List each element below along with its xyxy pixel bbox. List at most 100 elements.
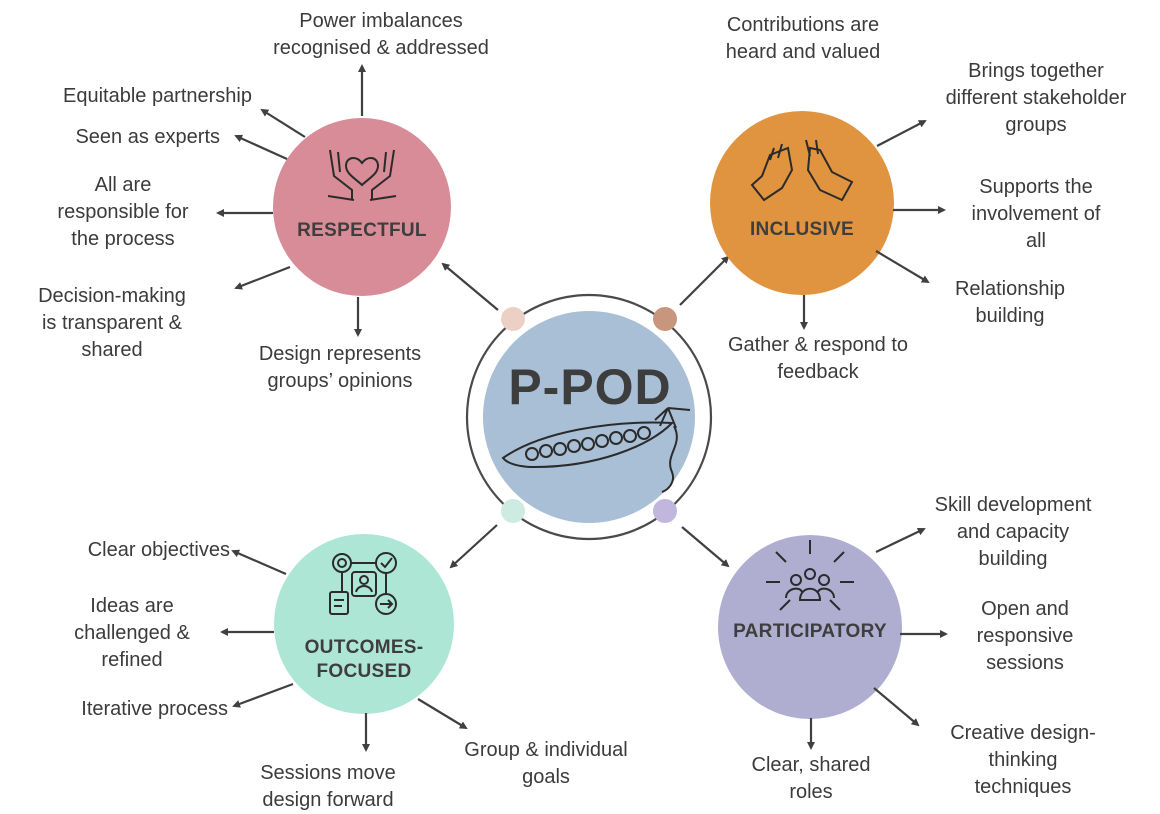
outcomes-title: OUTCOMES- FOCUSED xyxy=(264,636,464,684)
arrow-equitable xyxy=(260,108,306,138)
center-hub xyxy=(465,293,713,541)
label-line: involvement of xyxy=(971,203,1101,225)
label-line: Gather & respond to xyxy=(727,334,909,356)
label-skill: Skill development and capacity building xyxy=(906,492,1120,573)
label-line: shared xyxy=(81,339,143,361)
label-line: Sessions move xyxy=(260,762,396,784)
connector-inclusive xyxy=(679,255,730,306)
label-line: feedback xyxy=(777,361,859,383)
connector-dot-respectful xyxy=(501,307,525,331)
arrow-goals xyxy=(417,698,468,730)
label-line: and capacity xyxy=(956,521,1070,543)
label-line: heard and valued xyxy=(725,41,881,63)
label-supports: Supports the involvement of all xyxy=(945,174,1127,255)
arrow-iterative xyxy=(232,682,294,708)
inclusive-title: INCLUSIVE xyxy=(749,219,855,240)
connector-respectful xyxy=(441,262,499,311)
label-line: all xyxy=(1025,230,1046,252)
participatory-node xyxy=(718,535,902,719)
people-group-icon xyxy=(766,540,854,611)
pea-pod-icon xyxy=(501,407,691,493)
label-line: groups xyxy=(1005,114,1067,136)
label-contributions: Contributions are heard and valued xyxy=(690,12,916,66)
connector-dot-outcomes xyxy=(501,499,525,523)
center-connectors xyxy=(441,255,730,569)
label-power: Power imbalances recognised & addressed xyxy=(246,8,516,62)
label-line: Power imbalances xyxy=(299,10,463,32)
label-relationship: Relationship building xyxy=(920,276,1100,330)
arrow-objectives xyxy=(231,549,287,576)
label-line: is transparent & xyxy=(41,312,183,334)
center-title: P-POD xyxy=(508,359,672,415)
label-line: Design represents xyxy=(258,343,422,365)
label-line: building xyxy=(975,305,1045,327)
label-objectives: Clear objectives xyxy=(0,537,230,564)
respectful-circle xyxy=(273,118,451,296)
label-line: different stakeholder xyxy=(945,87,1127,109)
label-line: Open and xyxy=(981,598,1069,620)
label-line: refined xyxy=(101,649,163,671)
label-line: techniques xyxy=(974,776,1072,798)
label-experts: Seen as experts xyxy=(0,124,220,151)
outcomes-node xyxy=(274,534,454,714)
label-line: Clear, shared xyxy=(751,754,871,776)
label-line: All are xyxy=(94,174,152,196)
high-five-icon xyxy=(750,139,854,202)
hands-heart-icon xyxy=(327,149,397,201)
label-line: Relationship xyxy=(954,278,1066,300)
label-goals: Group & individual goals xyxy=(436,737,656,791)
label-line: Ideas are xyxy=(90,595,174,617)
label-line: Equitable partnership xyxy=(62,85,252,107)
label-line: responsive xyxy=(976,625,1074,647)
label-line: goals xyxy=(522,766,570,788)
arrow-skill xyxy=(875,527,926,553)
arrow-creative xyxy=(873,687,920,727)
label-line: challenged & xyxy=(74,622,190,644)
inclusive-circle xyxy=(710,111,894,295)
arrow-relationship xyxy=(875,250,930,284)
connector-participatory xyxy=(681,526,730,568)
label-sessions: Sessions move design forward xyxy=(228,760,428,814)
satellite-arrows xyxy=(216,64,948,752)
label-line: Skill development xyxy=(934,494,1092,516)
label-line: Clear objectives xyxy=(87,539,230,561)
label-ideas: Ideas are challenged & refined xyxy=(52,593,212,674)
label-line: groups’ opinions xyxy=(267,370,413,392)
label-decision: Decision-making is transparent & shared xyxy=(22,283,202,364)
label-design: Design represents groups’ opinions xyxy=(230,341,450,395)
label-roles: Clear, shared roles xyxy=(726,752,896,806)
label-line: sessions xyxy=(986,652,1064,674)
label-line: Group & individual xyxy=(464,739,628,761)
label-line: design forward xyxy=(262,789,394,811)
connector-dot-participatory xyxy=(653,499,677,523)
arrow-decision xyxy=(234,265,291,290)
label-line: building xyxy=(978,548,1048,570)
label-line: Creative design- xyxy=(950,722,1096,744)
label-line: Supports the xyxy=(979,176,1093,198)
label-line: Decision-making xyxy=(38,285,186,307)
arrow-experts xyxy=(234,134,288,161)
label-line: Brings together xyxy=(968,60,1104,82)
label-line: Seen as experts xyxy=(75,126,220,148)
label-feedback: Gather & respond to feedback xyxy=(690,332,946,386)
inclusive-node xyxy=(710,111,894,295)
participatory-circle xyxy=(718,535,902,719)
label-line: thinking xyxy=(988,749,1058,771)
label-line: responsible for xyxy=(57,201,189,223)
outcomes-circle xyxy=(274,534,454,714)
workflow-icon xyxy=(329,552,397,615)
connector-dot-inclusive xyxy=(653,307,677,331)
label-line: the process xyxy=(71,228,175,250)
label-line: Iterative process xyxy=(81,698,228,720)
label-line: recognised & addressed xyxy=(273,37,489,59)
center-circle xyxy=(483,311,695,523)
participatory-title: PARTICIPATORY xyxy=(733,621,887,642)
label-responsible: All are responsible for the process xyxy=(36,172,210,253)
outcomes-title-line: OUTCOMES- xyxy=(304,637,424,658)
connector-outcomes xyxy=(449,524,498,569)
arrow-stakeholders xyxy=(876,120,927,147)
label-line: roles xyxy=(789,781,833,803)
label-open: Open and responsive sessions xyxy=(950,596,1100,677)
label-iterative: Iterative process xyxy=(0,696,228,723)
